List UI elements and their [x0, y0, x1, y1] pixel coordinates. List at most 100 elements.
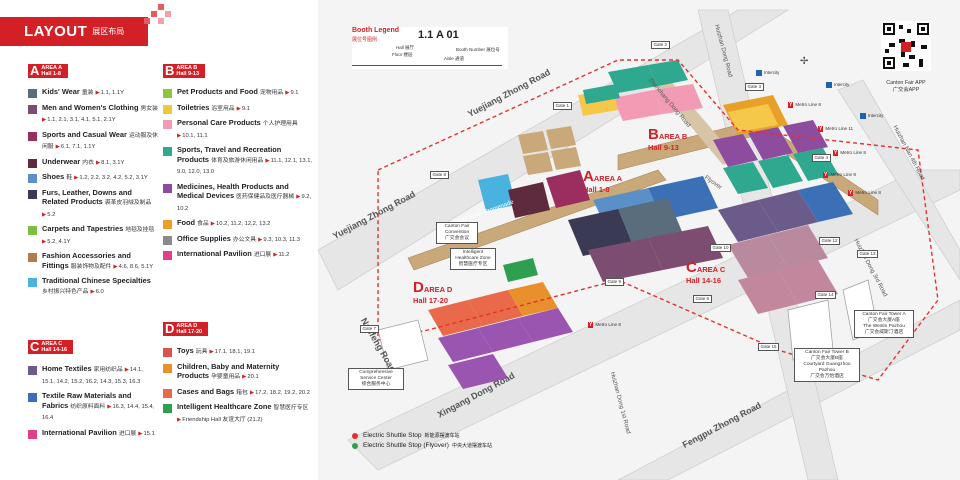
category-halls: ▶5.2 [42, 211, 56, 218]
legend_a-legend-item: Traditional Chinese Specialties 乡村振兴特色产品… [28, 276, 158, 297]
qr-caption: Canton Fair APP 广交会APP [886, 80, 926, 93]
color-swatch [28, 174, 37, 183]
color-swatch [28, 89, 37, 98]
venue-map: Booth Legend 展位号图例 1.1 A 01 Hall 展厅 Floo… [318, 0, 960, 480]
stop-legend-flyover: Electric Shuttle Stop (Flyover)中央大道摆渡车站 [352, 442, 492, 449]
legend_b-legend-item: Food 食品 ▶10.2, 11.2, 12.2, 13.2 [163, 218, 313, 230]
gate-7: Gate 7 [360, 325, 379, 333]
category-halls: ▶4.6, 8.6, 5.1Y [113, 263, 154, 270]
category-name-cn: 鞋 [66, 175, 73, 181]
intercity-marker-2: Intercity [826, 82, 849, 88]
map-graphics [318, 9, 960, 480]
category-halls: ▶Friendship Hall 友谊大厅 (21.2) [177, 416, 263, 423]
legend_d-legend-item: Children, Baby and Maternity Products 孕婴… [163, 362, 313, 383]
category-halls: ▶20.1 [242, 374, 259, 380]
healthcare-zone-shape [503, 258, 538, 282]
color-swatch [28, 393, 37, 402]
category-name: Personal Care Products [177, 118, 261, 127]
color-swatch [163, 404, 172, 413]
legend_a-legend-item: Men and Women's Clothing 男女装 ▶1.1, 2.1, … [28, 103, 158, 126]
category-name-cn: 个人护理用具 [262, 121, 298, 127]
category-name-cn: 玩具 [195, 349, 208, 355]
category-name: Textile Raw Materials and Fabrics [42, 391, 132, 410]
area-a-halls [478, 126, 723, 282]
category-name: Kids' Wear [42, 87, 80, 96]
qr-code-graphic [881, 21, 931, 71]
qr-code[interactable] [881, 21, 931, 71]
color-swatch [28, 226, 37, 235]
category-name: Pet Products and Food [177, 87, 258, 96]
category-halls: ▶9.3, 10.3, 11.3 [258, 236, 301, 243]
category-name-cn: 内衣 [82, 159, 94, 166]
category-halls: ▶6.0 [90, 288, 104, 295]
gate-2: Gate 2 [651, 41, 670, 49]
color-swatch [28, 253, 37, 262]
category-name: Furs, Leather, Downs and Related Product… [42, 187, 132, 207]
legend_a-legend-item: Sports and Casual Wear 运动服及休闲服 ▶6.1, 7.1… [28, 130, 158, 153]
color-swatch [163, 89, 172, 98]
category-name-cn: 进口展 [118, 430, 137, 437]
category-name: Carpets and Tapestries [42, 224, 124, 233]
layout-title-cn: 展区布局 [92, 27, 125, 36]
category-halls: ▶9.1 [285, 90, 299, 96]
category-name: Fashion Accessories and Fittings [42, 251, 131, 270]
category-name: Shoes [42, 172, 65, 181]
category-halls: ▶10.1, 11.1 [177, 132, 208, 139]
gate-10: Gate 10 [710, 244, 732, 252]
booth-legend: Booth Legend 展位号图例 1.1 A 01 Hall 展厅 Floo… [352, 27, 508, 69]
category-halls: ▶10.2, 11.2, 12.2, 13.2 [210, 221, 271, 227]
legend_a-legend-item: Underwear 内衣 ▶8.1, 3.1Y [28, 157, 158, 169]
gate-8: Gate 8 [430, 171, 449, 179]
gate-1: Gate 1 [553, 102, 572, 110]
category-name: Underwear [42, 156, 81, 166]
intercity-marker-1: Intercity [756, 70, 779, 76]
legend_b-legend-item: Office Supplies 办公文具 ▶9.3, 10.3, 11.3 [163, 234, 313, 246]
color-swatch [163, 235, 172, 245]
decorative-squares [142, 4, 172, 26]
legend_d-legend-item: Toys 玩具 ▶17.1, 18.1, 19.1 [163, 346, 313, 358]
category-halls: ▶8.1, 3.1Y [95, 159, 125, 166]
category-name-cn: 食品 [197, 221, 209, 227]
gate-14: Gate 14 [815, 291, 837, 299]
intercity-marker-3: Intercity [860, 113, 883, 119]
color-swatch [28, 429, 37, 439]
color-swatch [163, 388, 172, 398]
category-name-cn: 箱包 [236, 389, 248, 396]
area-b-halls [578, 60, 838, 194]
category-name-cn: 宠物用品 [259, 90, 284, 96]
category-name: Sports and Casual Wear [42, 129, 127, 139]
category-name: Toys [177, 346, 194, 355]
category-name-cn: 体育及旅游休闲用品 [211, 157, 264, 164]
color-swatch [163, 251, 172, 260]
category-halls: ▶16.3, 14.4, 15.4, 16.4 [42, 403, 155, 422]
category-halls: ▶9.1 [236, 105, 250, 112]
category-name: Toiletries [177, 102, 210, 112]
area-c-legend: Home Textiles 家用纺织品 ▶14.1, 15.1, 14.2, 1… [28, 364, 156, 443]
legend_c-legend-item: Textile Raw Materials and Fabrics 纺织原料面料… [28, 391, 156, 424]
color-swatch [163, 147, 172, 156]
category-halls: ▶5.2, 4.1Y [42, 238, 71, 245]
color-swatch [163, 363, 172, 373]
category-halls: ▶15.1 [138, 430, 155, 437]
category-halls: ▶9.2, 10.2 [177, 194, 312, 212]
huizhan-dong-band [837, 79, 960, 281]
legend_a-legend-item: Carpets and Tapestries 地毯及挂毯 ▶5.2, 4.1Y [28, 224, 158, 247]
category-halls: ▶1.1, 1.1Y [95, 90, 124, 96]
color-swatch [28, 104, 37, 114]
category-halls: ▶1.2, 2.2, 3.2, 4.2, 5.2, 3.1Y [74, 175, 148, 181]
legend_a-legend-item: Fashion Accessories and Fittings 服装饰物及配件… [28, 251, 158, 272]
category-name-cn: 运动服及休闲服 [42, 132, 158, 151]
category-halls: ▶17.2, 18.2, 19.2, 20.2 [249, 389, 310, 396]
